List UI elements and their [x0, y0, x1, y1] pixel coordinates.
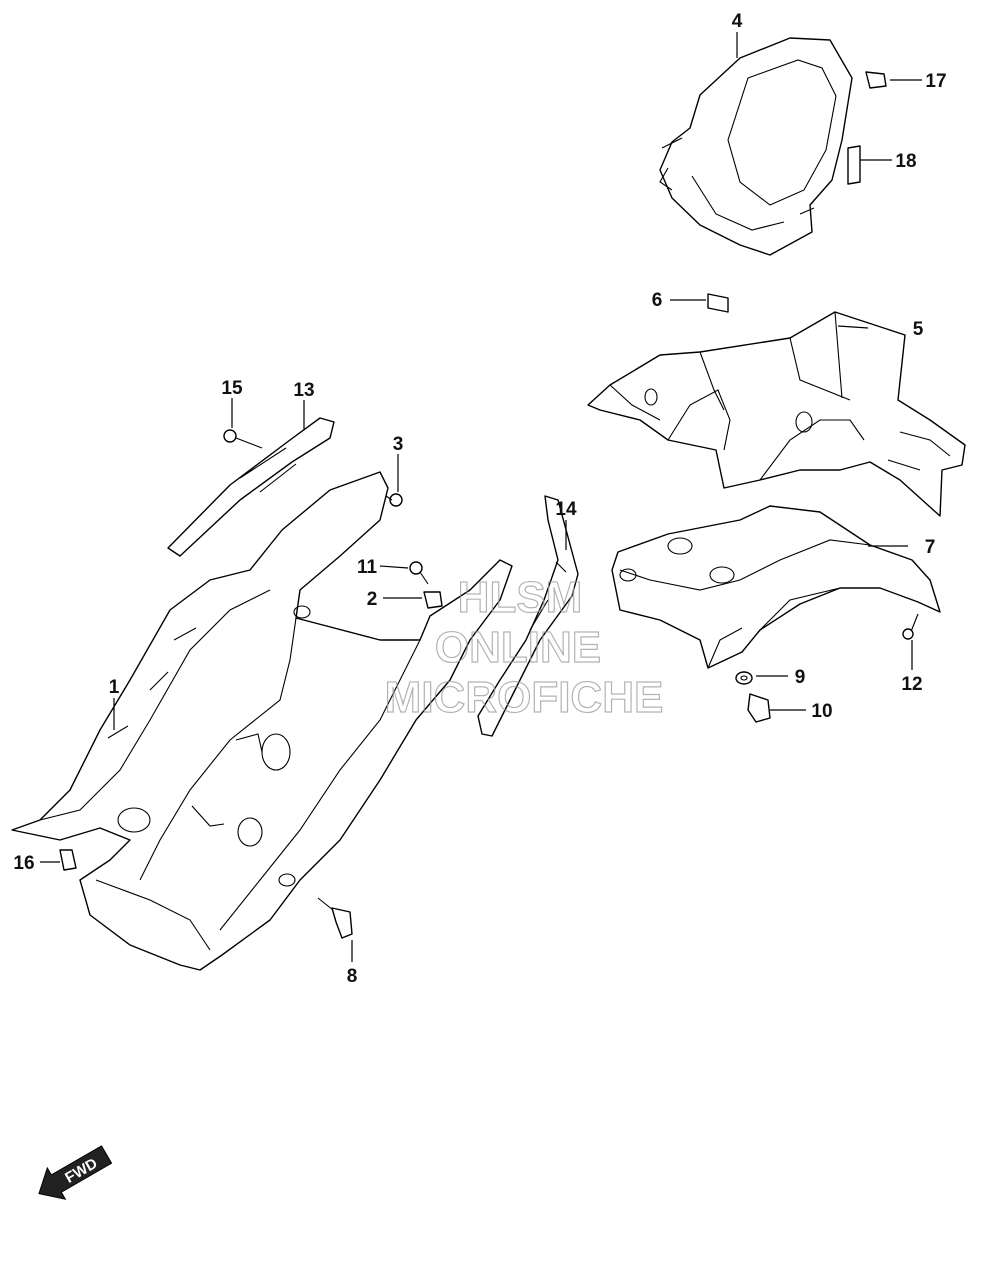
callout-13: 13 — [293, 380, 314, 401]
watermark-line-1: HLSM — [458, 573, 583, 622]
part-18-pad — [847, 145, 861, 185]
part-3-screw — [385, 493, 403, 507]
watermark-line-2: ONLINE — [435, 623, 601, 672]
callout-1: 1 — [109, 677, 120, 698]
leader-lines — [40, 32, 922, 962]
part-8-bolt — [317, 897, 353, 939]
callout-16: 16 — [13, 853, 34, 874]
arrow-left-down-icon — [38, 1145, 113, 1200]
fwd-badge: FWD — [38, 1145, 113, 1200]
callout-12: 12 — [901, 674, 922, 695]
part-12-screw — [902, 613, 919, 640]
callout-10: 10 — [811, 701, 832, 722]
watermark-line-3: MICROFICHE — [385, 673, 664, 722]
part-4-tail-cowl — [659, 37, 853, 256]
part-15-screw — [223, 429, 263, 449]
callout-14: 14 — [555, 499, 577, 520]
part-13-bracket — [167, 417, 335, 557]
callout-11: 11 — [357, 557, 378, 578]
callout-2: 2 — [367, 589, 378, 610]
part-16-clip — [59, 849, 77, 871]
callout-labels: 1 2 3 4 5 6 7 8 9 10 11 12 13 14 15 16 1… — [13, 11, 946, 987]
part-7-rear-fender-lower — [611, 505, 941, 669]
part-5-rear-fender — [587, 311, 966, 517]
part-1-inner-fender — [11, 471, 513, 971]
callout-18: 18 — [895, 151, 916, 172]
callout-7: 7 — [925, 537, 936, 558]
callout-17: 17 — [925, 71, 946, 92]
part-6-pad — [707, 293, 729, 313]
part-17-clip — [865, 71, 887, 89]
callout-15: 15 — [221, 378, 243, 399]
part-10-bolt — [747, 693, 771, 723]
part-11-screw — [409, 561, 429, 585]
part-9-washer — [735, 671, 753, 685]
watermark: HLSM ONLINE MICROFICHE — [384, 572, 664, 722]
callout-3: 3 — [393, 434, 404, 455]
callout-6: 6 — [652, 290, 663, 311]
part-14-side-cover — [477, 495, 579, 737]
callout-4: 4 — [732, 11, 743, 32]
callout-8: 8 — [347, 966, 358, 987]
callout-9: 9 — [795, 667, 806, 688]
callout-5: 5 — [913, 319, 924, 340]
part-2-nut — [423, 591, 443, 609]
